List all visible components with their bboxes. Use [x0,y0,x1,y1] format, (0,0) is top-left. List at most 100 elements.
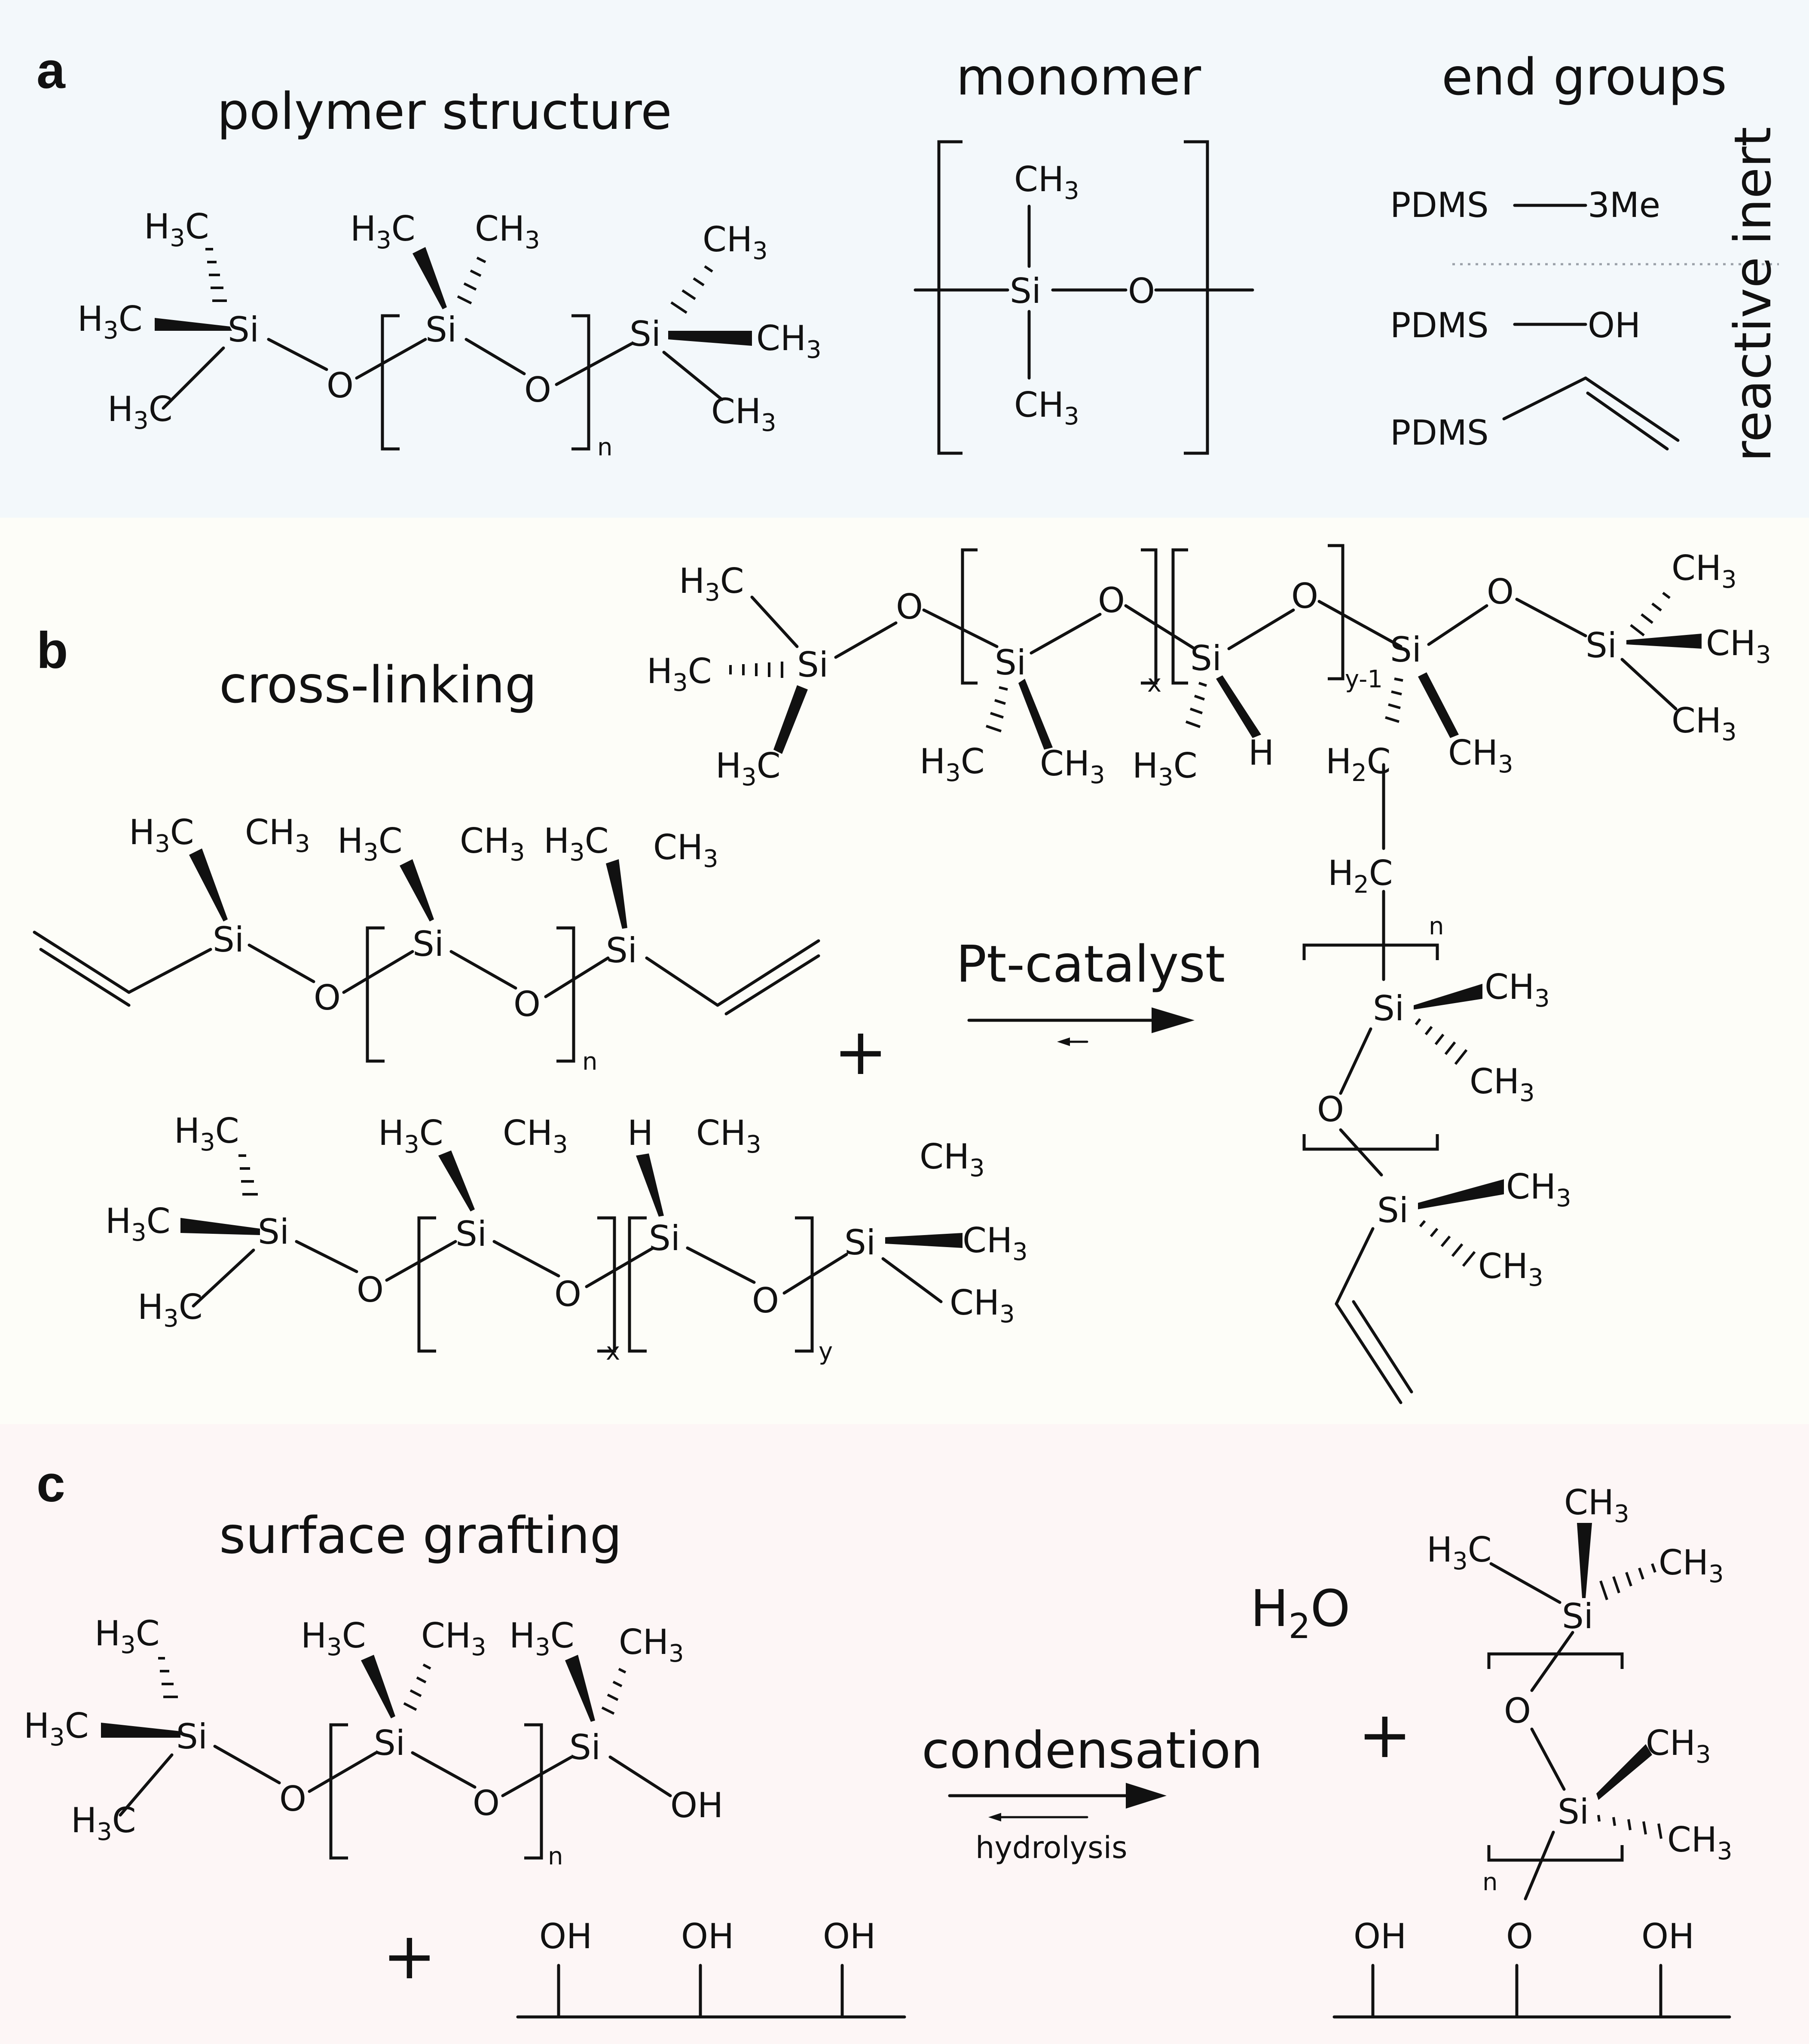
bracket-right [1141,548,1158,685]
bracket-right [795,1216,814,1353]
panel-b: b cross-linking Si H3C CH3 O Si H3C CH3 … [33,544,1771,1404]
o-atom: O [1487,572,1514,612]
h3c-label: H3C [509,1616,574,1661]
ch3-label: CH3 [503,1113,568,1159]
double-bond [39,948,131,1007]
grafted-chain: CH3 H3C CH3 Si O Si CH3 CH3 n O [1427,1483,1733,1956]
ch3-label: CH3 [1040,744,1105,789]
bracket-left [937,140,963,455]
ch3-label: CH3 [460,821,525,866]
h3c-label: H3C [647,651,712,697]
subscript-n: n [1482,1868,1498,1896]
si-atom: Si [425,310,457,350]
hydride-pdms: H3C H3C H3C Si O Si H3C CH3 O x Si H CH3… [105,1111,1028,1366]
o-atom: O [896,587,923,627]
subscript-y-minus-1: y-1 [1345,665,1383,693]
si-atom: Si [1010,271,1041,311]
h3c-label: H3C [301,1616,366,1661]
si-atom: Si [1390,630,1421,670]
h3c-label: H3C [350,209,416,254]
bracket-right [1184,140,1209,455]
bracket-right [1328,544,1345,680]
o-atom: O [1128,271,1155,311]
h3c-label: H3C [679,561,744,607]
ch3-label: CH3 [920,1137,985,1182]
wedge-bond [668,331,752,346]
ch3-label: CH3 [950,1283,1015,1328]
wedge-bond [155,318,232,331]
h3c-label: H3C [129,812,194,858]
oh-group: OH [823,1916,876,1956]
bracket-left [366,926,385,1063]
bond [267,338,328,371]
si-atom: Si [995,643,1026,683]
bracket-left [329,1723,348,1860]
bracket-bottom [1302,1134,1439,1151]
h3c-label: H3C [95,1614,160,1659]
si-atom: Si [413,924,444,964]
equilibrium-arrow [948,1783,1167,1821]
panel-c-title: surface grafting [219,1506,622,1565]
polymer-structure: H3C H3C H3C Si O Si H3C CH3 O n Si CH3 C… [77,207,822,461]
bond [662,351,724,401]
double-bond [724,954,820,1016]
vinyl-group [1502,376,1680,451]
panel-a: a polymer structure monomer end groups H… [37,42,1782,462]
silanol-pdms: H3C H3C H3C Si O Si H3C CH3 O n Si H3C C… [24,1614,723,1870]
panel-c-label: c [37,1455,65,1513]
ch3-label: CH3 [1671,701,1737,746]
si-atom: Si [797,645,828,685]
ch3-label: CH3 [1485,967,1550,1013]
end-group-pdms: PDMS [1390,185,1489,225]
ch3-label: CH3 [1646,1723,1711,1769]
h3c-label: H3C [174,1111,239,1156]
hash-bond [457,256,486,305]
ch3-label: CH3 [1478,1246,1543,1292]
end-groups-title: end groups [1442,47,1727,107]
subscript-n: n [1429,912,1444,940]
plus-sign: + [382,1919,437,1994]
bracket-top [1487,1652,1624,1669]
h3c-label: H3C [1132,746,1198,791]
h3c-label: H3C [378,1113,443,1159]
o-atom: O [1506,1916,1533,1956]
h-atom: H [1248,733,1274,773]
grafted-surface: OH OH [1332,1916,1731,2019]
inert-label: inert [1723,127,1782,245]
si-atom: Si [1373,988,1404,1028]
si-atom: Si [374,1723,405,1763]
oh-group: OH [539,1916,592,1956]
h3c-label: H3C [1427,1530,1492,1575]
o-atom: O [554,1274,581,1314]
bond [162,346,225,410]
si-atom: Si [1558,1792,1589,1832]
panel-c: c surface grafting H3C H3C H3C Si O Si H… [24,1455,1733,2019]
ch3-label: CH3 [619,1622,684,1668]
ch3-label: CH3 [1470,1062,1535,1107]
ch3-label: CH3 [1506,1167,1571,1212]
o-atom: O [1291,576,1318,616]
si-atom: Si [176,1717,208,1757]
ch3-label: CH3 [1448,733,1513,778]
end-group-3me: 3Me [1588,185,1660,225]
h3c-label: H3C [544,821,609,866]
hash-bond [205,248,227,302]
subscript-n: n [548,1843,563,1870]
subscript-x: x [1147,670,1161,698]
h-atom: H [627,1113,653,1153]
bond [555,342,633,386]
si-atom: Si [649,1218,680,1258]
catalyst-label: Pt-catalyst [956,934,1225,994]
panel-a-title: polymer structure [217,82,672,141]
plus-sign: + [1358,1698,1412,1772]
o-atom: O [513,984,541,1024]
vinyl-pdms: Si H3C CH3 O Si H3C CH3 O n Si H3C CH3 [33,812,820,1076]
ch3-label: CH3 [1014,159,1079,205]
o-atom: O [752,1281,779,1321]
condensation-label: condensation [922,1721,1263,1780]
o-atom: O [1098,580,1125,620]
h3c-label: H3C [77,299,143,345]
oh-group: OH [1354,1916,1406,1956]
